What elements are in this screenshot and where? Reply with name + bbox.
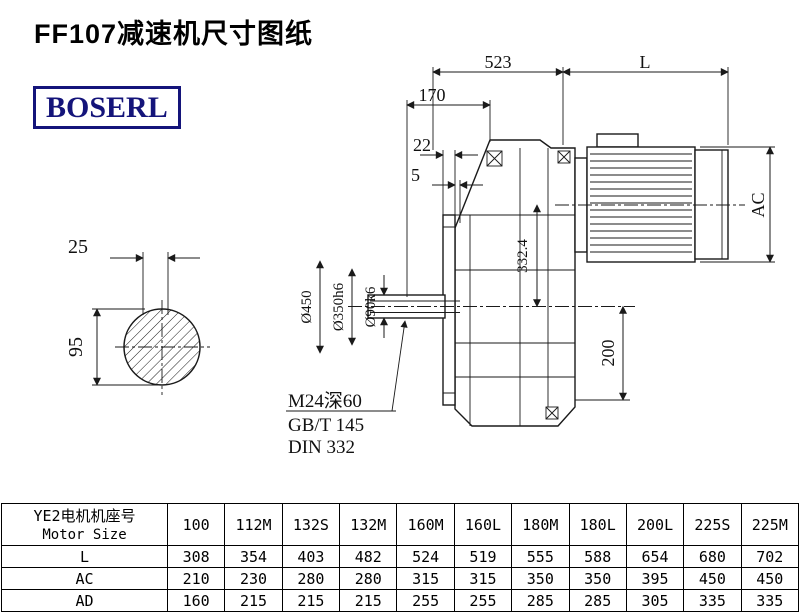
table-cell: 350	[511, 567, 570, 590]
table-cell: 654	[625, 545, 685, 568]
size-col-header: 112M	[224, 503, 283, 546]
shaft-section-view: 25 95	[65, 236, 210, 395]
table-row-AD: AD 160 215 215 215 255 255 285 285 305 3…	[1, 589, 800, 612]
table-cell: 255	[396, 589, 455, 612]
table-cell: 315	[453, 567, 513, 590]
table-cell: 680	[683, 545, 742, 568]
bolt-mark-top	[557, 150, 571, 164]
table-cell: 315	[396, 567, 455, 590]
diameter-callouts: Ø450 Ø350h6 Ø90k6	[299, 260, 388, 354]
table-cell: 335	[683, 589, 742, 612]
gearbox-housing	[348, 139, 635, 427]
dim-AC-label: AC	[748, 192, 768, 217]
bolt-mark-bottom-cross	[545, 406, 559, 420]
motor-size-table: YE2电机机座号 Motor Size 100 112M 132S 132M 1…	[1, 503, 800, 612]
table-cell: 450	[740, 567, 800, 590]
table-cell: 588	[568, 545, 627, 568]
table-cell: 354	[224, 545, 283, 568]
size-col-header: 200L	[625, 503, 685, 546]
housing-detail-verticals	[469, 148, 549, 426]
row-label: L	[1, 545, 168, 568]
table-row-AC: AC 210 230 280 280 315 315 350 350 395 4…	[1, 567, 800, 590]
table-cell: 335	[740, 589, 800, 612]
table-cell: 555	[511, 545, 570, 568]
bolt-mark-bottom	[545, 406, 559, 420]
size-col-header: 225M	[740, 503, 800, 546]
table-cell: 395	[625, 567, 685, 590]
size-col-header: 180M	[511, 503, 570, 546]
table-cell: 285	[511, 589, 570, 612]
housing-detail-horizontals	[455, 214, 575, 378]
table-cell: 308	[166, 545, 226, 568]
table-cell: 215	[281, 589, 341, 612]
dim-L-label: L	[640, 55, 651, 72]
size-col-header: 100	[166, 503, 226, 546]
brand-logo: BOSERL	[33, 86, 181, 129]
note-din-standard: DIN 332	[288, 437, 355, 458]
size-col-header: 160L	[453, 503, 513, 546]
note-thread: M24深60	[288, 390, 362, 412]
table-cell: 280	[339, 567, 398, 590]
table-cell: 210	[166, 567, 226, 590]
terminal-box	[596, 133, 639, 148]
inspection-plug-cross	[486, 150, 503, 167]
table-cell: 215	[224, 589, 283, 612]
top-dimensions: 523 L 170 22 5	[406, 55, 729, 297]
motor-body	[586, 146, 696, 263]
table-cell: 519	[453, 545, 513, 568]
motor-size-header-cell: YE2电机机座号 Motor Size	[1, 503, 168, 546]
table-cell: 403	[281, 545, 341, 568]
thread-callout: M24深60 GB/T 145 DIN 332	[286, 320, 408, 458]
dim-22-label: 22	[413, 135, 431, 155]
dim-d350-label: Ø350h6	[331, 282, 347, 331]
leader-line	[391, 320, 408, 412]
shaft-bore-lines	[370, 300, 460, 313]
dimension-drawing: 25 95 523 L	[65, 55, 775, 458]
dim-25-label: 25	[68, 236, 88, 258]
table-cell: 450	[683, 567, 742, 590]
flange-lip-lines	[443, 226, 455, 394]
table-cell: 524	[396, 545, 455, 568]
dim-5-label: 5	[411, 165, 420, 185]
row-label: AD	[1, 589, 168, 612]
size-col-header: 180L	[568, 503, 627, 546]
dim-523-label: 523	[485, 55, 512, 72]
table-cell: 230	[224, 567, 283, 590]
table-cell: 160	[166, 589, 226, 612]
dim-170-label: 170	[419, 85, 446, 105]
header-label-en: Motor Size	[42, 526, 127, 543]
row-label: AC	[1, 567, 168, 590]
page-title: FF107减速机尺寸图纸	[34, 19, 314, 49]
dim-95-label: 95	[65, 337, 87, 357]
dim-200-label: 200	[598, 340, 618, 367]
dim-d450-label: Ø450	[299, 290, 315, 323]
table-cell: 280	[281, 567, 341, 590]
shaft-section-circle	[123, 308, 201, 386]
dim-d90-label: Ø90k6	[363, 286, 379, 327]
motor	[555, 133, 745, 263]
size-col-header: 160M	[396, 503, 455, 546]
table-cell: 215	[339, 589, 398, 612]
table-cell: 285	[568, 589, 627, 612]
fan-cover	[694, 149, 729, 260]
table-cell: 255	[453, 589, 513, 612]
bolt-mark-top-cross	[557, 150, 571, 164]
table-cell: 482	[339, 545, 398, 568]
size-col-header: 132S	[281, 503, 341, 546]
housing-outline	[454, 139, 576, 427]
table-row-L: L 308 354 403 482 524 519 555 588 654 68…	[1, 545, 800, 568]
motor-cooling-fins	[590, 153, 692, 253]
table-cell: 305	[625, 589, 685, 612]
size-col-header: 132M	[339, 503, 398, 546]
note-gb-standard: GB/T 145	[288, 415, 364, 436]
table-cell: 350	[568, 567, 627, 590]
size-col-header: 225S	[683, 503, 742, 546]
inspection-plug	[486, 150, 503, 167]
table-header-row: YE2电机机座号 Motor Size 100 112M 132S 132M 1…	[1, 503, 800, 546]
side-dimensions: AC 332.4 200	[515, 146, 775, 401]
table-cell: 702	[740, 545, 800, 568]
dim-332-label: 332.4	[515, 239, 531, 273]
header-label-cn: YE2电机机座号	[33, 506, 136, 525]
